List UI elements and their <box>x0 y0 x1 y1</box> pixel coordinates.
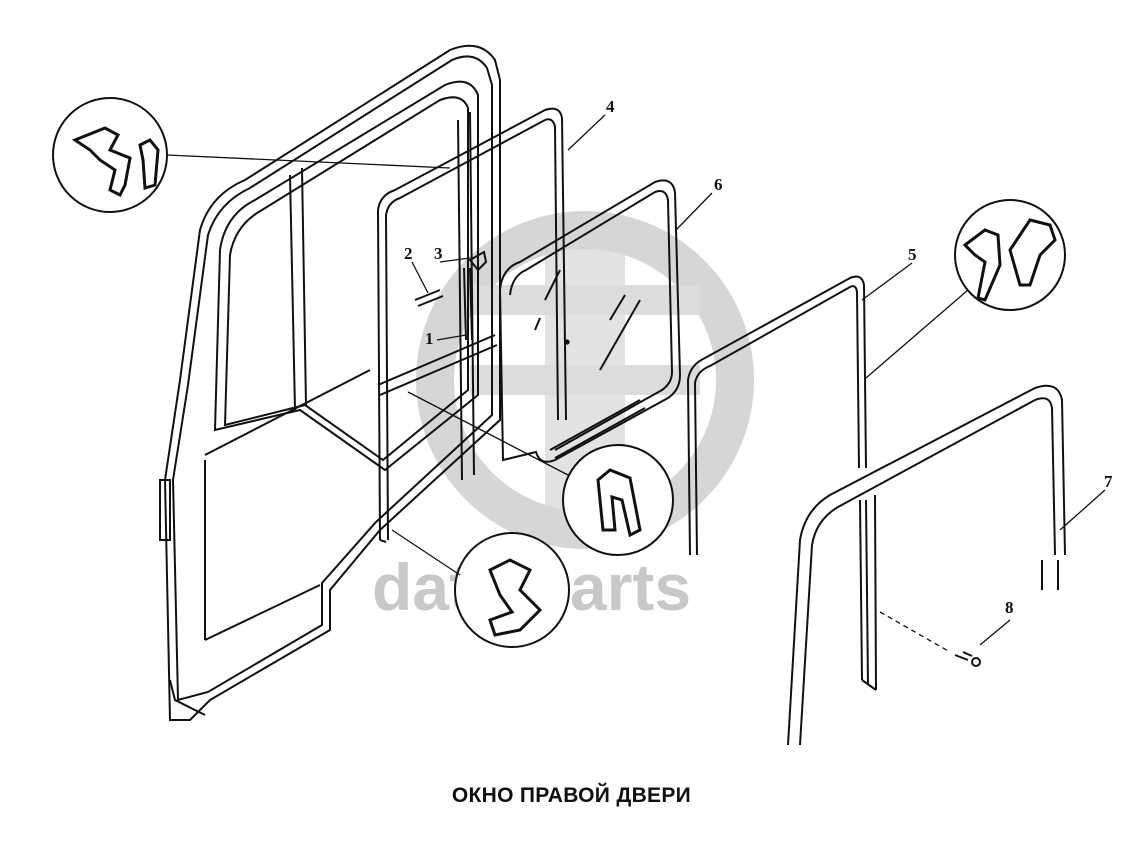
callout-5: 5 <box>908 245 917 264</box>
detail-circle-lower <box>454 532 570 648</box>
callout-4: 4 <box>606 97 615 116</box>
glass-pane-part-6 <box>498 179 682 463</box>
detail-circle-upper-left <box>52 97 168 213</box>
leader-lines <box>166 114 1106 653</box>
diagram-caption: ОКНО ПРАВОЙ ДВЕРИ <box>451 784 692 807</box>
fastener-parts <box>414 250 981 667</box>
outer-molding-part-7 <box>787 384 1066 746</box>
detail-circle-upper-right <box>954 199 1066 311</box>
callout-8: 8 <box>1005 598 1014 617</box>
glass-run-channel-part-4 <box>377 107 567 543</box>
detail-circle-middle <box>562 444 674 556</box>
callout-1: 1 <box>425 329 434 348</box>
callout-2: 2 <box>404 244 413 263</box>
callout-6: 6 <box>714 175 723 194</box>
door-frame <box>159 44 501 721</box>
callout-3: 3 <box>434 244 443 263</box>
rear-channel-part-5 <box>686 275 867 556</box>
callout-7: 7 <box>1104 472 1113 491</box>
